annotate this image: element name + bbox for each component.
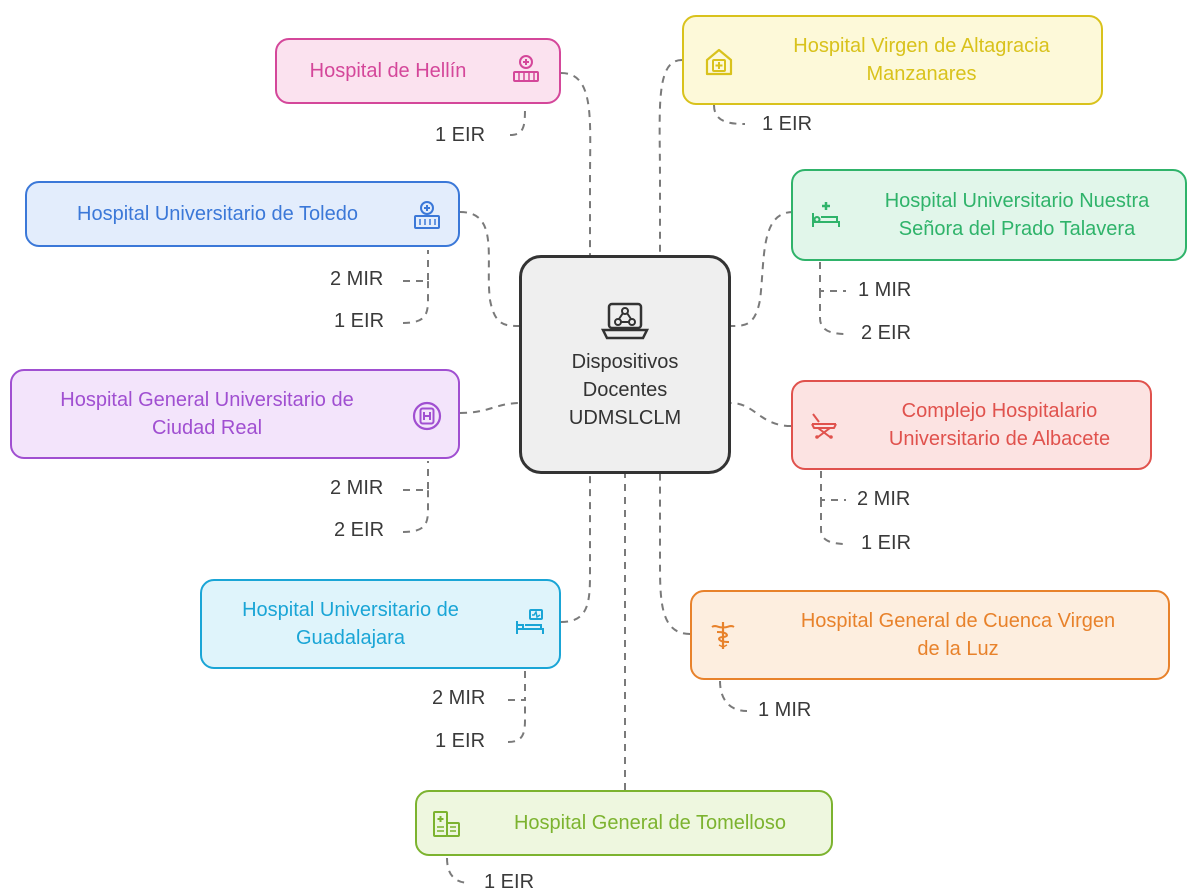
hospital-house-icon — [705, 48, 733, 76]
tomelloso-item-1: 1 EIR — [484, 871, 535, 893]
hospital-building-icon — [414, 201, 440, 229]
node-guadalajara-title-line-2: Guadalajara — [296, 627, 405, 649]
hospital-bed-icon — [812, 202, 840, 227]
network-laptop-icon — [600, 302, 650, 339]
hospital-h-icon — [412, 401, 442, 431]
hospital-building-icon — [433, 811, 460, 837]
node-talavera-title-line-2: Señora del Prado Talavera — [898, 218, 1136, 240]
node-toledo[interactable]: Hospital Universitario de Toledo — [25, 181, 460, 247]
center-title-line-3: UDMSLCLM — [568, 406, 682, 429]
guadalajara-item-2: 1 EIR — [435, 730, 486, 752]
node-guadalajara[interactable]: Hospital Universitario de Guadalajara — [200, 579, 561, 669]
center-node[interactable]: Dispositivos Docentes UDMSLCLM — [519, 255, 731, 474]
ciudad-real-item-1: 2 MIR — [330, 477, 384, 499]
guadalajara-item-1: 2 MIR — [432, 687, 486, 709]
node-hellin[interactable]: Hospital de Hellín — [275, 38, 561, 104]
manzanares-item-1: 1 EIR — [762, 113, 813, 135]
node-ciudad-real-title-line-2: Ciudad Real — [151, 417, 263, 439]
stretcher-icon — [811, 413, 837, 439]
node-manzanares[interactable]: Hospital Virgen de Altagracia Manzanares — [682, 15, 1103, 105]
node-albacete-title-line-1: Complejo Hospitalario — [901, 400, 1098, 422]
node-ciudad-real[interactable]: Hospital General Universitario de Ciudad… — [10, 369, 460, 459]
toledo-item-1: 2 MIR — [330, 268, 384, 290]
node-ciudad-real-title-line-1: Hospital General Universitario de — [60, 389, 354, 411]
node-toledo-title: Hospital Universitario de Toledo — [77, 203, 358, 225]
center-title-line-2: Docentes — [582, 378, 668, 401]
node-manzanares-title-line-1: Hospital Virgen de Altagracia — [793, 35, 1050, 57]
node-cuenca[interactable]: Hospital General de Cuenca Virgen de la … — [690, 590, 1170, 680]
hellin-item-1: 1 EIR — [435, 124, 486, 146]
node-manzanares-title-line-2: Manzanares — [866, 63, 977, 85]
node-talavera-title-line-1: Hospital Universitario Nuestra — [884, 190, 1150, 212]
hospital-bed-monitor-icon — [516, 609, 544, 634]
albacete-item-1: 2 MIR — [857, 488, 911, 510]
node-cuenca-title-line-2: de la Luz — [917, 638, 999, 660]
node-albacete[interactable]: Complejo Hospitalario Universitario de A… — [791, 380, 1152, 470]
hospital-building-icon — [513, 55, 539, 82]
node-albacete-title-line-2: Universitario de Albacete — [888, 428, 1111, 450]
albacete-item-2: 1 EIR — [861, 532, 912, 554]
node-guadalajara-title-line-1: Hospital Universitario de — [242, 599, 459, 621]
node-tomelloso[interactable]: Hospital General de Tomelloso — [415, 790, 833, 856]
talavera-item-2: 2 EIR — [861, 322, 912, 344]
cuenca-item-1: 1 MIR — [758, 699, 812, 721]
node-tomelloso-title: Hospital General de Tomelloso — [513, 812, 786, 834]
node-hellin-title: Hospital de Hellín — [309, 60, 467, 82]
center-title-line-1: Dispositivos — [571, 350, 679, 373]
ciudad-real-item-2: 2 EIR — [334, 519, 385, 541]
talavera-item-1: 1 MIR — [858, 279, 912, 301]
node-cuenca-title-line-1: Hospital General de Cuenca Virgen — [800, 610, 1116, 632]
caduceus-icon — [711, 622, 735, 649]
node-talavera[interactable]: Hospital Universitario Nuestra Señora de… — [791, 169, 1187, 261]
toledo-item-2: 1 EIR — [334, 310, 385, 332]
